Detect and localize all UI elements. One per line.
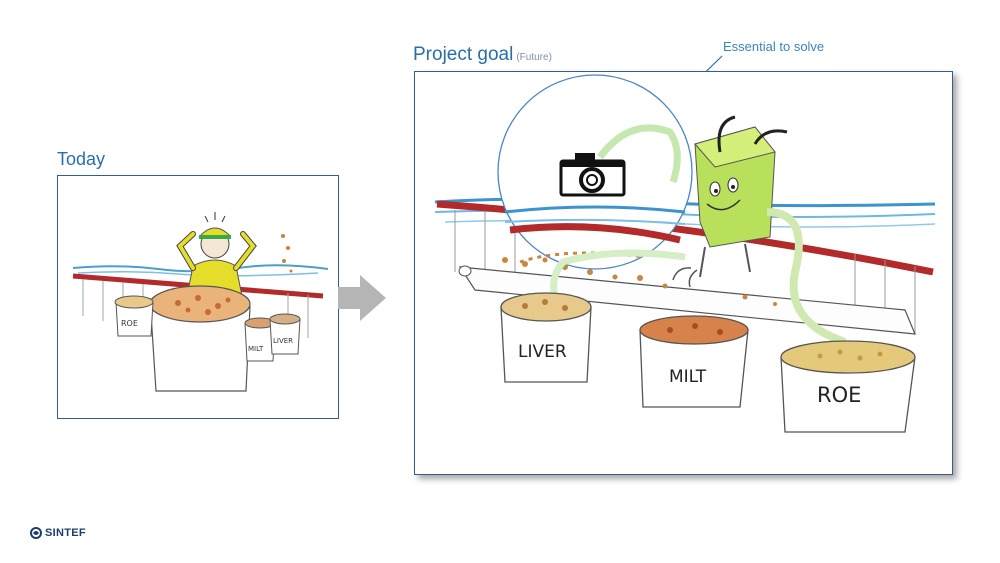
project-goal-subtitle: (Future) [516, 52, 552, 63]
project-goal-title: Project goal(Future) [413, 44, 552, 66]
goal-bin-roe: ROE [780, 340, 916, 433]
goal-bin-milt-label: MILT [669, 367, 707, 387]
camera-icon [559, 153, 626, 197]
today-bin-roe-label: ROE [121, 319, 138, 328]
today-bin-liver: LIVER [269, 313, 301, 355]
callout-label: Essential to solve [723, 39, 825, 54]
sorting-robot [672, 115, 847, 346]
today-illustration: ROE MILT LIVER [57, 175, 339, 419]
today-bin-milt-label: MILT [248, 345, 264, 353]
today-bin-liver-label: LIVER [273, 337, 293, 345]
project-goal-illustration: LIVER MILT ROE [414, 71, 953, 475]
sintef-logo-icon [30, 527, 42, 539]
goal-bin-roe-label: ROE [817, 383, 861, 407]
sintef-logo: SINTEF [30, 527, 86, 539]
today-bin-roe: ROE [114, 295, 154, 337]
sintef-logo-text: SINTEF [45, 527, 86, 539]
project-goal-label: Project goal [413, 44, 514, 65]
goal-bin-liver: LIVER [500, 292, 592, 383]
arrow-right-icon [338, 275, 386, 321]
goal-bin-milt: MILT [639, 315, 749, 408]
goal-bin-liver-label: LIVER [518, 342, 567, 362]
today-title: Today [57, 149, 106, 169]
